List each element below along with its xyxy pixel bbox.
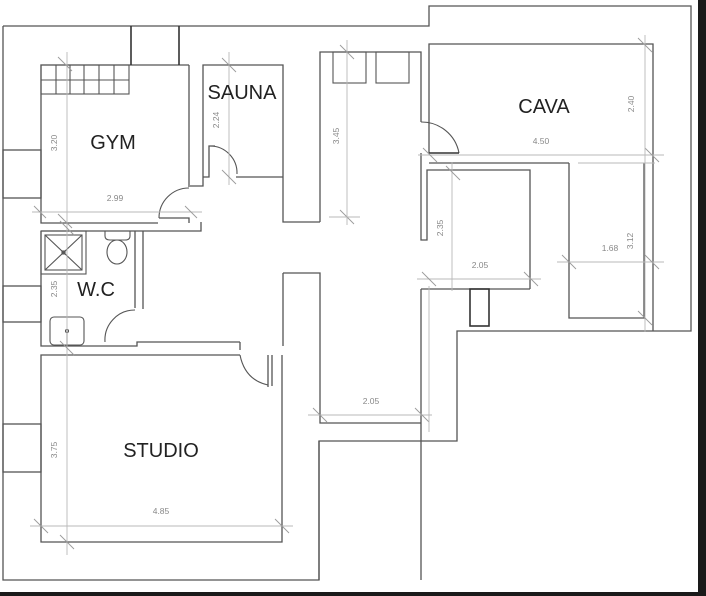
wc-room <box>40 222 240 347</box>
gym-rack-grid <box>40 64 130 95</box>
dim-gym-height: 3.20 <box>49 134 59 151</box>
cava-room <box>428 43 654 331</box>
dim-room-b-width: 1.68 <box>602 243 619 253</box>
dim-room-a-height: 2.35 <box>435 219 445 236</box>
room-a <box>420 153 531 580</box>
dim-cava-width: 4.50 <box>533 136 550 146</box>
outer-walls <box>2 5 692 581</box>
dim-sauna-height: 2.24 <box>211 111 221 128</box>
dim-wc-height: 2.35 <box>49 280 59 297</box>
room-label-gym: GYM <box>90 132 136 154</box>
frame-bottom-edge <box>0 592 706 596</box>
left-windows <box>2 149 42 473</box>
dim-gym-width: 2.99 <box>107 193 124 203</box>
dim-studio-height: 3.75 <box>49 441 59 458</box>
dim-corridor-height: 3.45 <box>331 127 341 144</box>
dimension-lines <box>30 35 664 555</box>
shower-icon <box>40 230 87 275</box>
dimension-labels: 3.20 2.99 2.24 3.45 2.40 4.50 2.35 2.05 … <box>49 95 636 516</box>
dim-room-b-height: 3.12 <box>625 232 635 249</box>
room-b <box>568 163 645 319</box>
room-label-sauna: SAUNA <box>208 82 278 104</box>
dim-room-a-width: 2.05 <box>472 260 489 270</box>
dim-cava-height: 2.40 <box>626 95 636 112</box>
room-label-cava: CAVA <box>518 96 570 118</box>
central-corridor <box>282 272 421 580</box>
dim-studio-width: 4.85 <box>153 506 170 516</box>
corridor-north <box>319 51 460 222</box>
frame-right-edge <box>698 0 706 596</box>
gym-room <box>40 26 190 224</box>
studio-room <box>40 342 283 543</box>
toilet-icon <box>104 231 131 265</box>
room-labels: GYM SAUNA CAVA W.C STUDIO <box>77 82 570 462</box>
room-label-studio: STUDIO <box>123 440 199 462</box>
dim-hall-width: 2.05 <box>363 396 380 406</box>
room-label-wc: W.C <box>77 279 115 301</box>
